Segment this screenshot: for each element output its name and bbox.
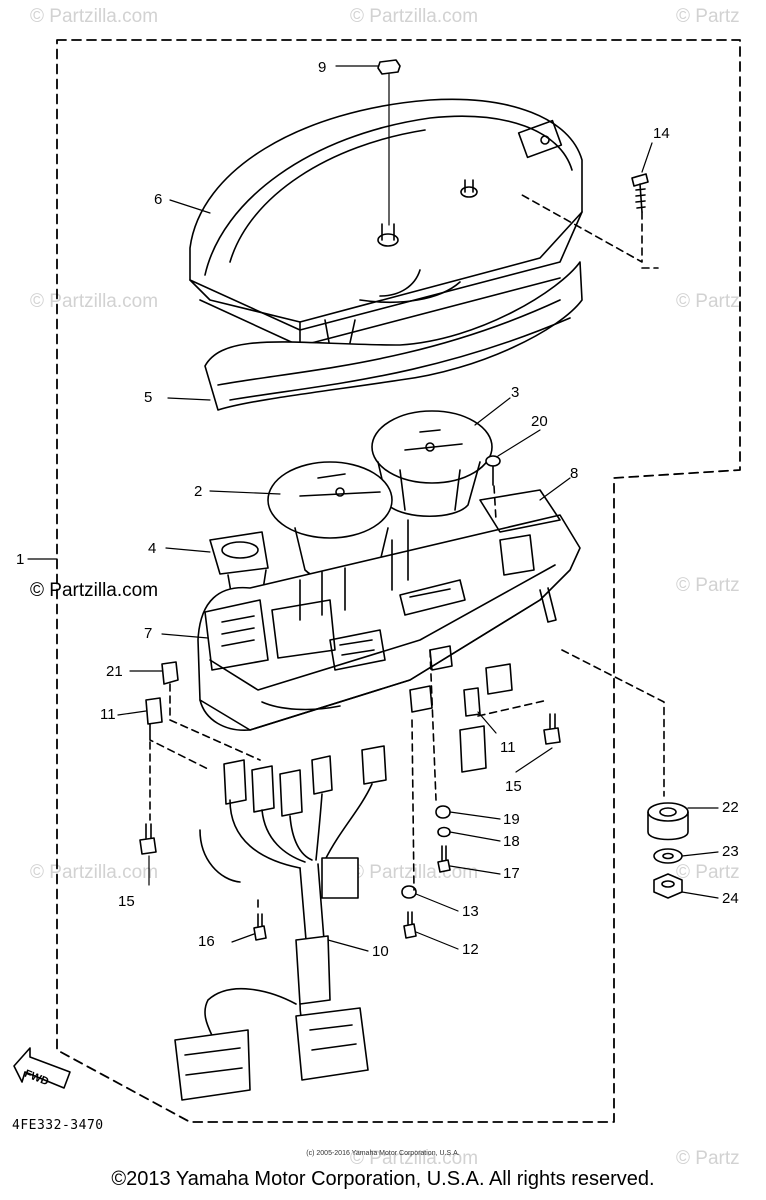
washer-18 [437,826,451,838]
watermark: © Partzilla.com [350,6,479,27]
callout-10: 10 [372,943,389,960]
callout-11-right: 11 [500,739,516,756]
callout-21: 21 [106,663,123,680]
assembly-lines [149,267,665,911]
callout-18: 18 [503,833,520,850]
small-copyright: (c) 2005-2016 Yamaha Motor Corporation, … [306,1150,460,1157]
watermark: © Partz [676,1148,740,1169]
wire-harness [174,783,373,1101]
watermark: © Partzilla.com [30,6,159,27]
washer-13 [401,885,417,899]
callout-1: 1 [16,551,25,568]
part-code: 4FE332-3470 [12,1118,104,1133]
screw-14 [631,173,649,213]
callout-20: 20 [531,413,548,430]
watermark: © Partzilla.com [30,291,159,312]
callout-12: 12 [462,941,479,958]
watermark: © Partz [676,575,740,596]
callout-19: 19 [503,811,520,828]
watermark: © Partzilla.com [350,1148,479,1169]
watermark-main: © Partzilla.com [30,580,159,601]
meter-bezel [204,261,583,411]
screw-15-left [139,823,157,855]
callout-13: 13 [462,903,479,920]
callout-3: 3 [511,384,520,401]
callout-11-left: 11 [100,706,116,723]
assembly-boundary [56,39,741,1123]
callout-5: 5 [144,389,153,406]
grommet-22 [647,802,689,841]
bulb-11-left [145,697,163,725]
leader-lines [27,65,719,952]
callout-16: 16 [198,933,215,950]
collar-23 [653,848,683,864]
bulb-sockets [223,663,513,817]
callout-24: 24 [722,890,739,907]
callout-17: 17 [503,865,520,882]
watermark: © Partz [676,862,740,883]
callout-14: 14 [653,125,670,142]
fwd-arrow-icon [13,1047,71,1089]
footer-copyright: ©2013 Yamaha Motor Corporation, U.S.A. A… [111,1168,655,1190]
screw-16 [253,913,267,941]
watermark: © Partzilla.com [30,862,159,883]
leader-14-dash [521,194,643,263]
callout-8: 8 [570,465,579,482]
meter-case [197,489,581,731]
watermark: © Partz [676,291,740,312]
screw-12 [403,911,417,939]
callout-7: 7 [144,625,153,642]
nut-24 [653,873,683,899]
callout-4: 4 [148,540,157,557]
rubber-cap [377,59,401,75]
meter-cover-upper [189,98,583,353]
callout-9: 9 [318,59,327,76]
screw-15-right [543,713,561,745]
callout-22: 22 [722,799,739,816]
callout-23: 23 [722,843,739,860]
callout-6: 6 [154,191,163,208]
watermark: © Partz [676,6,740,27]
bulb-21 [161,661,179,685]
callout-15-left: 15 [118,893,135,910]
washer-19 [435,805,451,819]
screw-20 [485,455,501,486]
screw-17 [437,845,451,873]
callout-2: 2 [194,483,203,500]
callout-15-right: 15 [505,778,522,795]
